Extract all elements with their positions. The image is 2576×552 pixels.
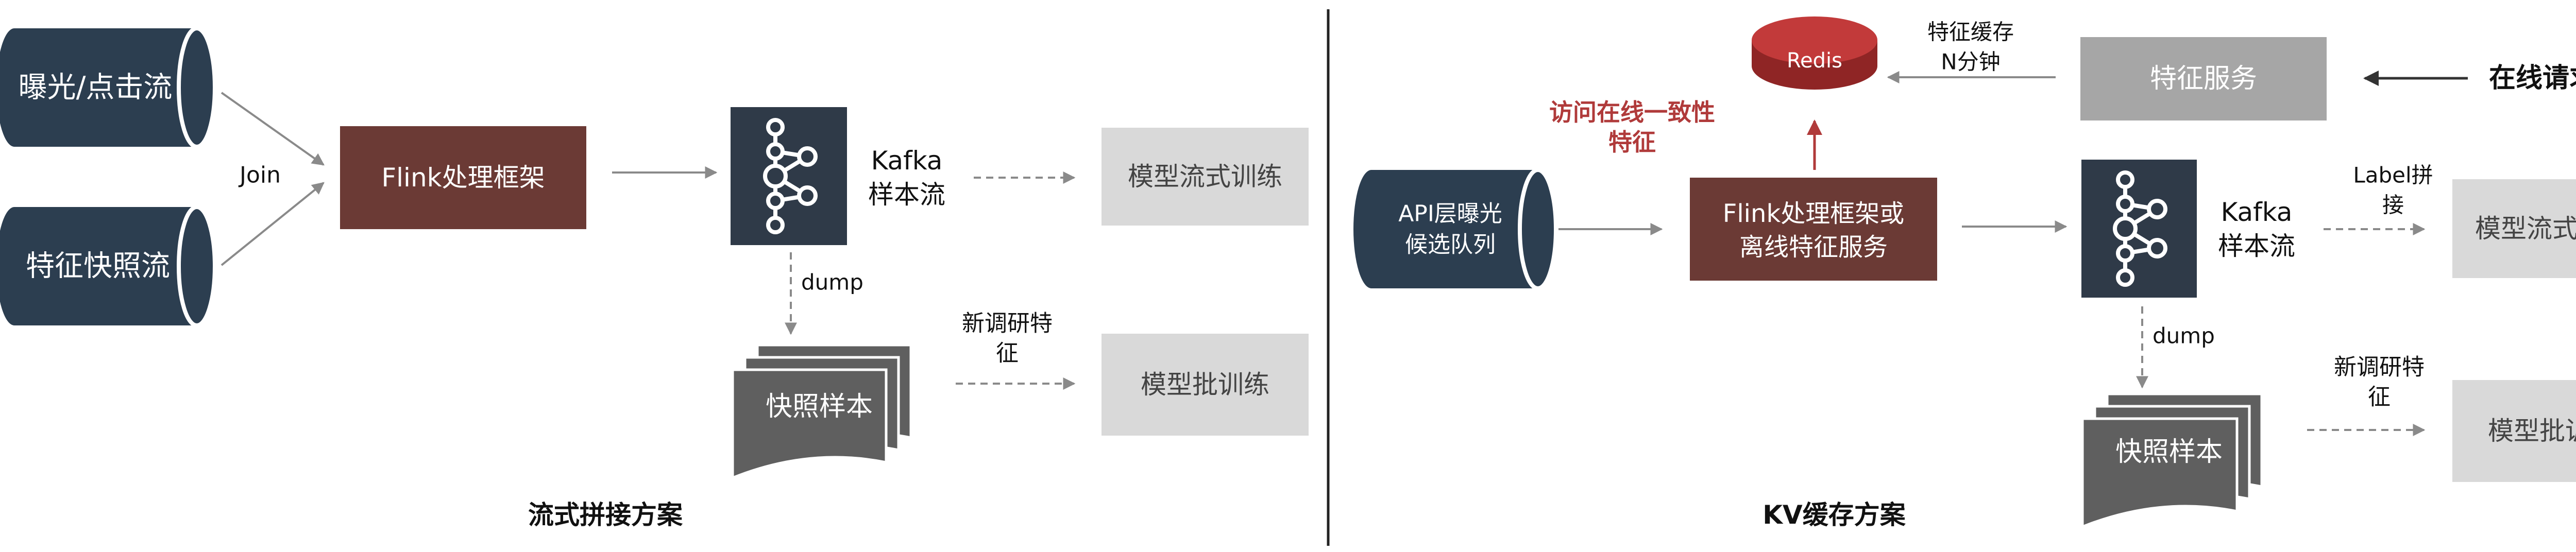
consistency-label-line2: 特征 — [1608, 128, 1656, 156]
feature-snapshot-stream-cylinder: 特征快照流 — [0, 205, 217, 327]
batch-train-box — [1101, 334, 1309, 436]
api-queue-label-line2: 候选队列 — [1405, 232, 1496, 258]
stream-train-label: 模型流式训练 — [1128, 162, 1282, 192]
flink-offline-label-line2: 离线特征服务 — [1739, 233, 1888, 262]
dump-label-right: dump — [2153, 323, 2215, 349]
kafka-sub-label-right: 样本流 — [2218, 231, 2295, 261]
left-panel: 曝光/点击流 特征快照流 Join Flink处理框架 Kafka 样本流 模型… — [0, 26, 1309, 530]
redis-label: Redis — [1787, 49, 1842, 73]
kafka-name-label: Kafka — [871, 146, 943, 176]
dump-label: dump — [801, 270, 863, 295]
kafka-icon — [731, 107, 847, 245]
batch-train-label: 模型批训练 — [1141, 370, 1269, 400]
kafka-name-label-right: Kafka — [2221, 197, 2293, 227]
kafka-sub-label: 样本流 — [868, 180, 945, 210]
right-panel: Redis 特征缓存 N分钟 特征服务 在线请求 访问在线一致性 特征 API层… — [1353, 16, 2576, 530]
consistency-label-line1: 访问在线一致性 — [1549, 98, 1715, 126]
kafka-icon-right — [2081, 160, 2197, 298]
cache-label-line1: 特征缓存 — [1927, 20, 2014, 45]
join-arrow-top — [221, 92, 325, 166]
snapshot-sample-label: 快照样本 — [766, 391, 873, 422]
feature-service-label: 特征服务 — [2150, 63, 2257, 94]
new-feature-label-line2: 征 — [996, 340, 1019, 367]
label-join-line1: Label拼 — [2353, 163, 2433, 188]
flink-box — [340, 126, 586, 229]
feature-service-box — [2080, 37, 2327, 120]
flink-offline-label-line1: Flink处理框架或 — [1723, 199, 1905, 228]
stream-train-label-right: 模型流式训练 — [2475, 214, 2576, 244]
exposure-click-stream-cylinder: 曝光/点击流 — [0, 26, 217, 149]
left-caption: 流式拼接方案 — [528, 500, 683, 530]
label-join-line2: 接 — [2382, 193, 2404, 218]
snapshot-sample-stack: 快照样本 — [731, 343, 912, 480]
feature-snapshot-stream-label: 特征快照流 — [26, 250, 170, 283]
join-arrow-bottom — [221, 182, 325, 266]
snapshot-sample-stack-right: 快照样本 — [2081, 392, 2263, 529]
flink-box-label: Flink处理框架 — [381, 163, 545, 193]
api-queue-label-line1: API层曝光 — [1398, 201, 1502, 227]
online-request-label: 在线请求 — [2489, 63, 2576, 94]
right-caption: KV缓存方案 — [1762, 500, 1906, 530]
join-label: Join — [238, 162, 281, 188]
batch-train-box-right — [2452, 380, 2576, 482]
snapshot-sample-label-right: 快照样本 — [2115, 437, 2223, 468]
new-feature-label-line1: 新调研特 — [962, 310, 1053, 337]
stream-train-box — [1101, 128, 1309, 226]
stream-train-box-right — [2452, 179, 2576, 278]
new-feature-label-right-line1: 新调研特 — [2334, 354, 2425, 381]
redis-icon: Redis — [1752, 16, 1877, 90]
flink-offline-box — [1690, 178, 1937, 281]
cache-label-line2: N分钟 — [1941, 49, 2000, 75]
new-feature-label-right-line2: 征 — [2368, 384, 2391, 410]
batch-train-label-right: 模型批训练 — [2488, 416, 2576, 446]
api-candidate-queue-cylinder: API层曝光 候选队列 — [1353, 168, 1558, 290]
exposure-click-stream-label: 曝光/点击流 — [19, 71, 173, 105]
